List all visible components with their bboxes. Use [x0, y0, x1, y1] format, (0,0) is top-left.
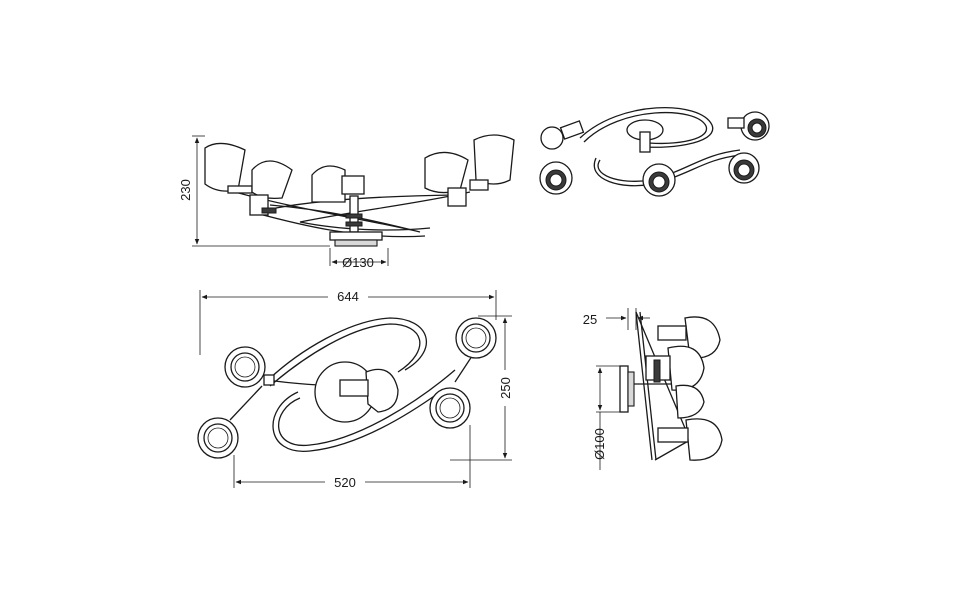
front-shade-3 [311, 165, 365, 203]
front-shade-5 [469, 134, 515, 191]
side-shade-3 [675, 384, 705, 419]
top-depth-label: 250 [498, 377, 513, 399]
top-view: 644 520 250 [197, 288, 513, 490]
side-shade-4 [657, 418, 723, 461]
side-shade-2 [645, 345, 705, 391]
top-inner-length-label: 520 [334, 475, 356, 490]
side-view: 25 Ø100 [583, 308, 723, 470]
front-base-diameter-label: Ø130 [342, 255, 374, 270]
front-view: 230 Ø130 [178, 134, 515, 270]
front-shade-2 [249, 160, 293, 216]
persp-shade-5 [728, 152, 760, 184]
top-ring-2 [197, 417, 239, 459]
top-length-label: 644 [337, 289, 359, 304]
top-ring-3 [455, 317, 497, 359]
side-base-diameter-label: Ø100 [592, 428, 607, 460]
top-ring-4 [429, 387, 471, 429]
front-height-label: 230 [178, 179, 193, 201]
persp-shade-1 [539, 161, 573, 195]
top-ring-1 [224, 346, 275, 388]
side-offset-label: 25 [583, 312, 597, 327]
perspective-view [539, 106, 770, 197]
persp-shade-2 [540, 120, 585, 150]
persp-shade-3 [642, 163, 676, 197]
side-shade-1 [657, 316, 721, 359]
front-shade-1 [204, 142, 253, 194]
persp-shade-4 [727, 111, 770, 141]
front-shade-4 [424, 151, 469, 207]
